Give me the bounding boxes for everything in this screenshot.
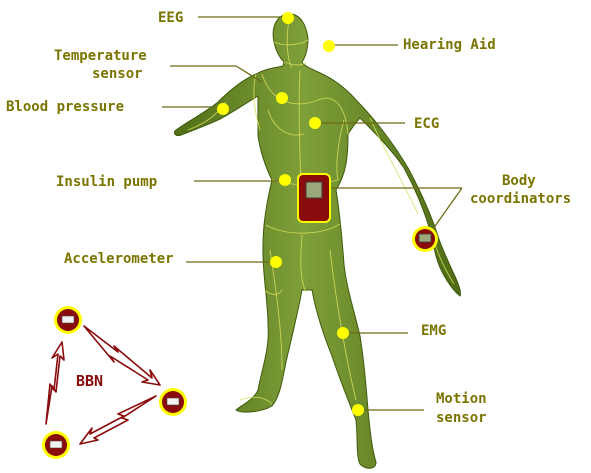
label-accelerometer: Accelerometer (64, 251, 174, 267)
label-bbn: BBN (76, 372, 103, 390)
label-body-coordinators-line2: coordinators (470, 191, 571, 207)
eeg-sensor-dot (282, 12, 294, 24)
label-hearing-aid: Hearing Aid (403, 37, 496, 53)
temperature-sensor-dot (276, 92, 288, 104)
bbn-arrow-bottom-to-top (46, 342, 64, 424)
label-ecg: ECG (414, 116, 439, 132)
accelerometer-sensor-dot (270, 256, 282, 268)
label-emg: EMG (421, 323, 446, 339)
label-temperature-line1: Temperature (54, 48, 147, 64)
bbn-node-right (159, 388, 187, 416)
bbn-arrow-right-to-bottom (80, 396, 156, 444)
label-motion-line1: Motion (436, 391, 487, 407)
label-eeg: EEG (158, 10, 183, 26)
label-blood-pressure: Blood pressure (6, 99, 124, 115)
emg-sensor-dot (337, 327, 349, 339)
body-coordinator-wrist (412, 226, 438, 252)
label-body-coordinators-line1: Body (502, 173, 536, 189)
body-coordinator-waist (298, 174, 330, 222)
label-insulin-pump: Insulin pump (56, 174, 157, 190)
bbn-node-top (54, 306, 82, 334)
label-temperature-line2: sensor (92, 66, 143, 82)
bbn-node-bottom (42, 431, 70, 459)
ecg-sensor-dot (309, 117, 321, 129)
insulin-pump-sensor-dot (279, 174, 291, 186)
label-motion-line2: sensor (436, 410, 487, 426)
leader-body-coord-b (428, 188, 462, 236)
blood-pressure-sensor-dot (217, 103, 229, 115)
hearing-aid-sensor-dot (323, 40, 335, 52)
motion-sensor-dot (352, 404, 364, 416)
